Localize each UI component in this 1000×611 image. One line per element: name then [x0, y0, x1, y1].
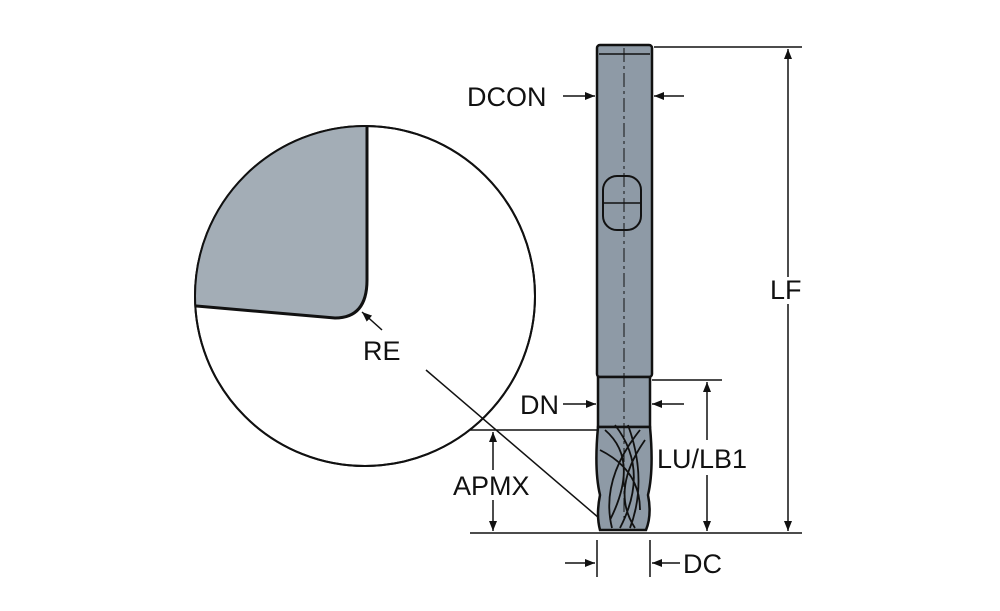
label-lf: LF: [770, 275, 802, 305]
end-mill-tool: [595, 43, 654, 532]
dimension-lines: [470, 46, 802, 577]
label-dn: DN: [520, 390, 559, 420]
label-re: RE: [363, 336, 401, 366]
corner-radius-detail: [194, 125, 536, 467]
label-dc: DC: [683, 549, 722, 579]
label-apmx: APMX: [453, 471, 530, 501]
detail-leader-line: [425, 369, 607, 525]
label-dcon: DCON: [467, 82, 547, 112]
label-lu-lb1: LU/LB1: [657, 444, 748, 474]
